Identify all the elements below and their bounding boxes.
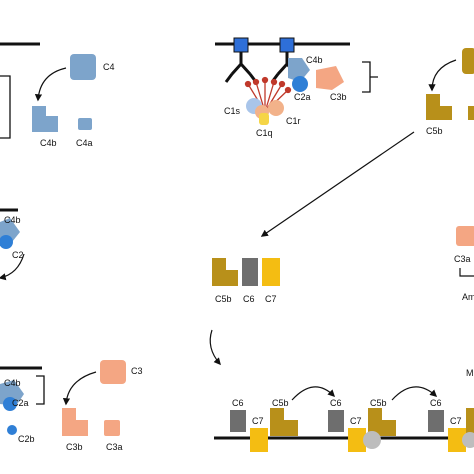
cleavage-arrow [34, 67, 67, 102]
c3b-label: C3b [330, 92, 347, 102]
c5b-protein [212, 258, 238, 286]
c8-protein [363, 431, 381, 449]
c7-protein [250, 428, 268, 452]
bracket [0, 75, 11, 139]
c5b-label: C5b [215, 294, 232, 304]
c1r-label: C1r [286, 116, 301, 126]
c3-cleavage-panel: C4b C2a C2b C3 C3b C3a [0, 360, 143, 452]
c2-binding-panel: C4b C2 [0, 208, 25, 281]
c5b-label: C5b [272, 398, 289, 408]
pathway-arrow [260, 131, 415, 237]
c4-label: C4 [103, 62, 115, 72]
c6-label: C6 [330, 398, 342, 408]
c1q-stalks [244, 76, 292, 113]
antibody [270, 52, 304, 83]
binding-arrow [0, 253, 25, 281]
c1r-protein [268, 100, 284, 116]
c3-label: C3 [131, 366, 143, 376]
c3a-label: C3a [454, 254, 471, 264]
c6-label: C6 [243, 294, 255, 304]
c4b-protein [32, 106, 58, 132]
c7-protein [448, 428, 466, 452]
c4b-label: C4b [306, 55, 323, 65]
c4b-label: C4b [4, 378, 21, 388]
c2a-protein [3, 397, 17, 411]
c6-label: C6 [430, 398, 442, 408]
c2a-label: C2a [12, 398, 29, 408]
c6-protein [242, 258, 258, 286]
m-label: M [466, 368, 474, 378]
c4b-label: C4b [40, 138, 57, 148]
c5b-protein [426, 94, 452, 120]
bracket [362, 61, 378, 93]
c4-cleavage-panel: C4 C4b C4a [0, 42, 115, 148]
c6-protein [428, 410, 444, 432]
c5-protein [462, 48, 474, 74]
antibody [224, 52, 258, 83]
c1-complex-panel: C1s C1r C1q C4b C2a C3b [215, 37, 378, 138]
c1q-stem [259, 113, 269, 125]
antigen-square [279, 37, 295, 53]
c6-protein [230, 410, 246, 432]
cleavage-arrow [428, 59, 457, 92]
move-arrow [291, 386, 336, 401]
cleavage-arrow [62, 371, 97, 406]
c2-label: C2 [12, 250, 24, 260]
c4a-label: C4a [76, 138, 93, 148]
c2b-protein [7, 425, 17, 435]
c4-protein [70, 54, 96, 80]
c4b-label: C4b [4, 215, 21, 225]
c3a-protein [104, 420, 120, 436]
mac-assembly-panel: M C6 C7 C5b C6 C7 C5b C6 C7 [214, 368, 474, 452]
c7-label: C7 [265, 294, 277, 304]
c2a-bound [292, 76, 308, 92]
c3b-label: C3b [66, 442, 83, 452]
c2-protein [0, 235, 13, 249]
c7-label: C7 [350, 416, 362, 426]
c5b-protein [466, 408, 474, 436]
c6-label: C6 [232, 398, 244, 408]
c3a-protein [456, 226, 474, 246]
antigen-square [233, 37, 249, 53]
c7-protein [262, 258, 280, 286]
c7-label: C7 [450, 416, 462, 426]
anaphylatoxin-panel: C3a Am [454, 226, 474, 302]
assembly-arrow [209, 329, 221, 366]
bracket [36, 375, 45, 405]
c5b-label: C5b [426, 126, 443, 136]
c7-protein [348, 428, 366, 452]
c2b-label: C2b [18, 434, 35, 444]
am-label: Am [462, 292, 474, 302]
move-arrow [391, 386, 438, 401]
c5b-protein [270, 408, 298, 436]
c4b-bound [288, 58, 310, 82]
c3b-protein [62, 408, 88, 436]
c7-label: C7 [252, 416, 264, 426]
c3b-bound [316, 66, 344, 90]
c2a-label: C2a [294, 92, 311, 102]
c1q-label: C1q [256, 128, 273, 138]
c1s-label: C1s [224, 106, 241, 116]
c4a-protein [78, 118, 92, 130]
c5b-c6-c7-panel: C5b C6 C7 [209, 258, 280, 366]
c5-cleavage-panel: C5b [426, 48, 474, 136]
c8-protein [462, 432, 474, 448]
c6-protein [328, 410, 344, 432]
c5a-protein [468, 106, 474, 120]
bracket [459, 268, 474, 277]
c3-protein [100, 360, 126, 384]
c5b-protein [368, 408, 396, 436]
c3a-label: C3a [106, 442, 123, 452]
c5b-label: C5b [370, 398, 387, 408]
